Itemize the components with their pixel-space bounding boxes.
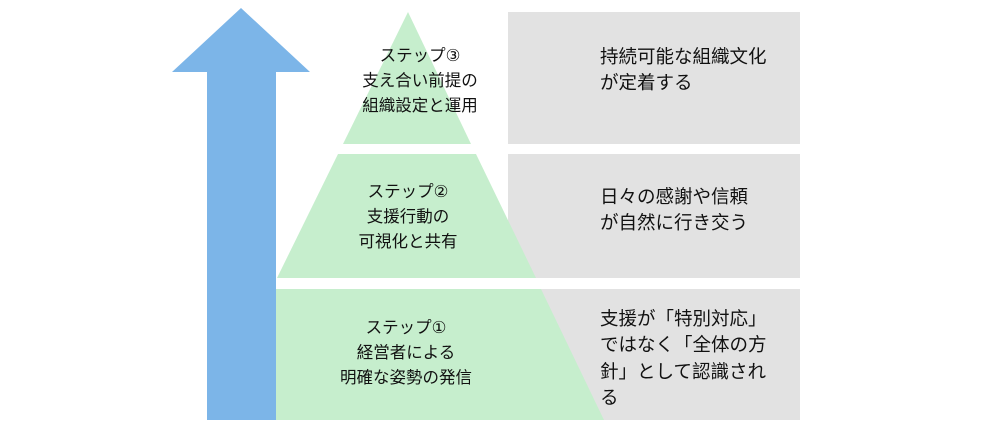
pyramid-tier-step1 [207,289,604,420]
pyramid-tier-step2 [277,154,536,278]
pyramid-tier-step3 [343,12,471,144]
outcome-box-step2 [508,154,800,278]
step1-outcome-text: 支援が「特別対応」 ではなく「全体の方 針」として認識され る [600,308,767,408]
step2-label: ステップ② 支援行動の 可視化と共有 [358,183,458,251]
up-arrow [172,8,310,420]
step3-outcome-text: 持続可能な組織文化 が定着する [600,46,767,94]
outcome-box-step3 [508,12,800,144]
step3-label: ステップ③ 支え合い前提の 組織設定と運用 [362,47,478,115]
step1-label: ステップ① 経営者による 明確な姿勢の発信 [340,319,472,387]
step2-outcome-text: 日々の感謝や信頼 が自然に行き交う [600,186,749,234]
